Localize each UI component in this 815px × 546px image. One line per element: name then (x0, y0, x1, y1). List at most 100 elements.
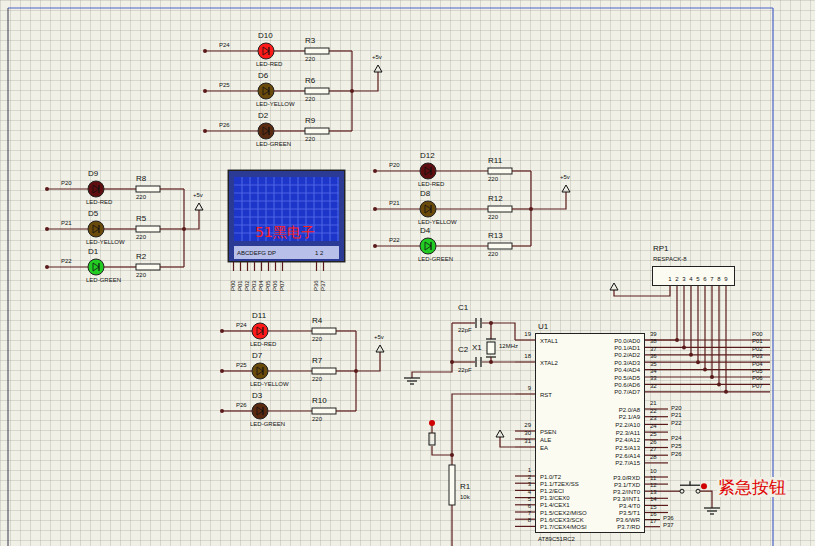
net-wire (645, 384, 770, 385)
wire (531, 192, 566, 209)
wire (160, 188, 184, 189)
wire (700, 491, 712, 508)
display-grid (234, 208, 339, 209)
pin-number: 29 (524, 422, 531, 429)
net-label: P22 (671, 420, 682, 427)
wire (205, 50, 258, 51)
led-symbol (258, 123, 274, 139)
pin-number: 8 (715, 276, 723, 283)
pin-name: P3.4/T0 (619, 502, 640, 510)
wire (329, 90, 352, 91)
capacitor-symbol (475, 357, 476, 367)
resistor-symbol (305, 88, 329, 94)
display-grid (234, 216, 339, 217)
part-name: X1 (472, 343, 482, 353)
led-symbol (88, 221, 104, 237)
net-label: P22 (61, 258, 72, 265)
wire (222, 330, 252, 331)
wire (268, 410, 312, 411)
pin-name: P2.0/A8 (619, 406, 640, 414)
part-value: 220 (305, 96, 315, 103)
resistor-pack-box: RP1RESPACK-8 (652, 266, 735, 286)
part-name: R12 (488, 194, 503, 204)
junction-dot (696, 360, 700, 364)
wire (375, 170, 420, 171)
part-name: C1 (458, 303, 468, 313)
part-value: LED-GREEN (256, 141, 291, 148)
led-symbol (93, 225, 99, 233)
part-name: R2 (136, 252, 146, 262)
ground-symbol (710, 513, 714, 514)
part-name: D11 (252, 311, 266, 321)
display-pin (240, 262, 241, 271)
pin-number: 24 (650, 423, 657, 430)
resistor-symbol (449, 465, 455, 505)
led-symbol (252, 363, 268, 379)
capacitor-symbol (475, 318, 476, 328)
pin-number: 21 (650, 400, 657, 407)
led-symbol (430, 242, 431, 250)
capacitor-symbol (480, 318, 481, 328)
junction-dot (724, 390, 728, 394)
pin-number: 1 (528, 467, 531, 474)
part-value: 220 (136, 272, 146, 279)
led-symbol (263, 47, 269, 55)
led-symbol (268, 127, 269, 135)
part-value: 220 (488, 251, 498, 258)
net-label: P20 (61, 180, 72, 187)
pin-number: 37 (650, 346, 657, 353)
pin-number: 35 (650, 361, 657, 368)
wire (500, 437, 515, 447)
wire (375, 245, 420, 246)
pin-number: 9 (528, 385, 531, 392)
pin-number: 9 (722, 276, 730, 283)
wire (512, 170, 531, 171)
resistor-symbol (305, 48, 329, 54)
pin-name: P1.3/CEX0 (540, 494, 570, 502)
junction-dot (710, 375, 714, 379)
pin-label: P37 (320, 280, 327, 291)
pin-number: 33 (650, 375, 657, 382)
part-name: R5 (136, 214, 146, 224)
pin-name: P2.4/A12 (615, 436, 640, 444)
net-label: P26 (219, 122, 230, 129)
part-name: D12 (420, 151, 435, 161)
pin-name: P1.4/CEX1 (540, 501, 570, 509)
net-label: P26 (236, 402, 247, 409)
part-name: R9 (305, 116, 315, 126)
pin-name: P0.1/AD1 (614, 344, 640, 352)
wire (352, 72, 378, 91)
pin-number: 22 (650, 408, 657, 415)
pin-number: 26 (650, 439, 657, 446)
part-value: 220 (305, 136, 315, 143)
connector (645, 286, 677, 340)
part-value: 12MHz (499, 343, 518, 350)
pin-name: ABCDEFG DP (237, 249, 276, 257)
pin-number: 32 (650, 383, 657, 390)
pin-name: AT89C51RC2 (538, 535, 575, 543)
part-value: 22pF (458, 367, 472, 374)
part-name: R6 (305, 76, 315, 86)
pin-name: XTAL1 (540, 337, 558, 345)
led-symbol (430, 205, 431, 213)
net-label: P02 (752, 346, 763, 353)
pin-name: P3.7/RD (617, 523, 640, 531)
wire (222, 370, 252, 371)
pin-stub (645, 462, 668, 463)
wire (436, 170, 488, 171)
led-symbol (252, 323, 268, 339)
pin-stub (515, 393, 535, 394)
resistor-symbol (136, 226, 160, 232)
wire (432, 446, 452, 455)
junction-dot (489, 321, 493, 325)
pin-name: RESPACK-8 (653, 255, 687, 263)
pin-number: 4 (687, 276, 695, 283)
power-terminal (610, 283, 618, 290)
net-label: P36 (663, 515, 674, 522)
pin-number: 17 (650, 518, 657, 525)
part-name: R4 (312, 316, 322, 326)
part-name: R7 (312, 356, 322, 366)
pin-name: P0.0/AD0 (614, 337, 640, 345)
pin-name: P1.2/ECI (540, 487, 564, 495)
